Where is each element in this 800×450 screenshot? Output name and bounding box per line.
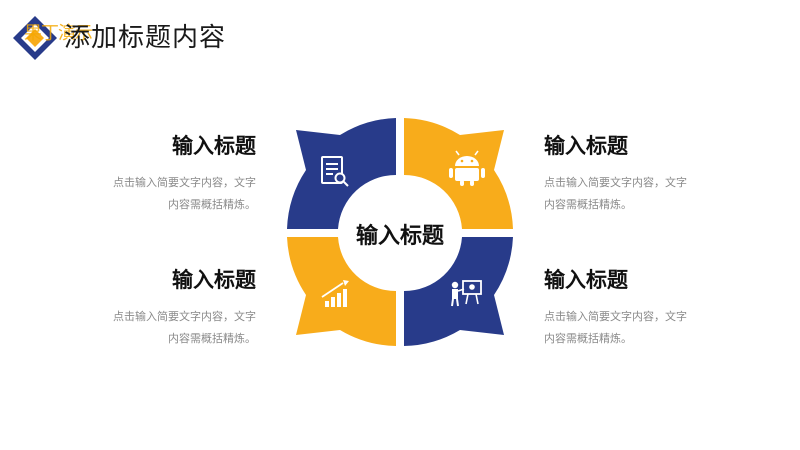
description-line-2: 内容需概括精炼。	[544, 332, 632, 345]
description-line-1: 点击输入简要文字内容，文字	[113, 176, 256, 189]
growth-chart-icon	[321, 280, 349, 307]
document-search-icon	[321, 156, 349, 187]
slide-title: 添加标题内容	[64, 23, 227, 53]
description-line-2: 内容需概括精炼。	[544, 198, 632, 211]
block-title: 输入标题	[172, 268, 256, 292]
description-line-2: 内容需概括精炼。	[168, 332, 256, 345]
block-description: 点击输入简要文字内容，文字内容需概括精炼。	[96, 172, 256, 216]
logo-diamond-icon	[13, 16, 57, 60]
segment-bottom-left[interactable]	[287, 237, 396, 346]
block-description: 点击输入简要文字内容，文字内容需概括精炼。	[96, 306, 256, 350]
text-block-top-right: 输入标题 点击输入简要文字内容，文字内容需概括精炼。	[544, 130, 704, 216]
text-block-bottom-left: 输入标题 点击输入简要文字内容，文字内容需概括精炼。	[96, 264, 256, 350]
block-title: 输入标题	[544, 134, 628, 158]
description-line-1: 点击输入简要文字内容，文字	[544, 310, 687, 323]
block-description: 点击输入简要文字内容，文字内容需概括精炼。	[544, 172, 704, 216]
android-icon	[449, 150, 485, 186]
block-title: 输入标题	[544, 268, 628, 292]
presentation-icon	[451, 280, 482, 307]
text-block-top-left: 输入标题 点击输入简要文字内容，文字内容需概括精炼。	[96, 130, 256, 216]
block-description: 点击输入简要文字内容，文字内容需概括精炼。	[544, 306, 704, 350]
center-title: 输入标题	[355, 224, 444, 249]
header: 果丁演示 添加标题内容	[0, 0, 800, 70]
logo-text: 果丁演示	[24, 23, 93, 44]
text-block-bottom-right: 输入标题 点击输入简要文字内容，文字内容需概括精炼。	[544, 264, 704, 350]
description-line-1: 点击输入简要文字内容，文字	[544, 176, 687, 189]
description-line-1: 点击输入简要文字内容，文字	[113, 310, 256, 323]
block-title: 输入标题	[172, 134, 256, 158]
description-line-2: 内容需概括精炼。	[168, 198, 256, 211]
